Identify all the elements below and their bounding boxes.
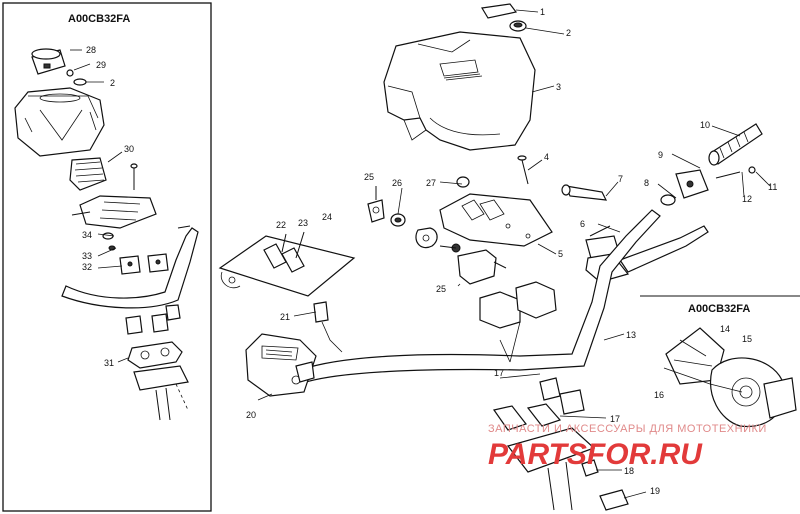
- inset-box-right: A00CB32FA: [640, 295, 800, 428]
- callout-25b: 25: [436, 284, 446, 294]
- callout-9: 9: [658, 150, 663, 160]
- callout-1: 1: [540, 7, 545, 17]
- part-21-connector: [313, 301, 343, 353]
- part-3-cover: [383, 31, 536, 151]
- connector-block-part: [69, 157, 138, 191]
- part-27-nut: [456, 176, 470, 188]
- callout-2: 2: [566, 28, 571, 38]
- part-5-plate: [415, 193, 553, 249]
- part-13-handlebar: [299, 209, 661, 383]
- callout-17a: 17: [494, 368, 504, 378]
- callout-18: 18: [624, 466, 634, 476]
- upper-clamp-part: [119, 253, 169, 275]
- callout-22: 22: [276, 220, 286, 230]
- part-10-grip: [708, 123, 763, 166]
- callout-11: 11: [768, 182, 777, 192]
- cap-part: [31, 48, 66, 75]
- part-8-spacer: [660, 194, 676, 206]
- callout-21: 21: [280, 312, 290, 322]
- headlight-pod-part: [14, 87, 105, 157]
- callout-33: 33: [82, 251, 92, 261]
- callout-labels: 1 2 3 4 5 6 7 8 9 10 11 12 13 14 15 16 1…: [82, 7, 777, 496]
- callout-5: 5: [558, 249, 563, 259]
- callout-27: 27: [426, 178, 436, 188]
- part-24-panel: [218, 231, 356, 297]
- callout-7: 7: [618, 174, 623, 184]
- callout-24: 24: [322, 212, 332, 222]
- part-1-pad: [481, 3, 518, 19]
- callout-16: 16: [654, 390, 664, 400]
- part-2-grommet: [509, 20, 527, 32]
- mount-bracket-part: [71, 195, 157, 229]
- callout-28: 28: [86, 45, 96, 55]
- watermark-tagline: ЗАПЧАСТИ И АКСЕССУАРЫ ДЛЯ МОТОТЕХНИКИ: [488, 423, 767, 435]
- callout-26: 26: [392, 178, 402, 188]
- part-20-switch-housing: [245, 333, 317, 397]
- callout-8: 8: [644, 178, 649, 188]
- part-7-pin: [561, 184, 608, 201]
- callout-2-inset: 2: [110, 78, 115, 88]
- callout-6: 6: [580, 219, 585, 229]
- lower-clamp-part: [125, 304, 181, 335]
- callout-15: 15: [742, 334, 752, 344]
- callout-12: 12: [742, 194, 752, 204]
- callout-25a: 25: [364, 172, 374, 182]
- callout-19: 19: [650, 486, 660, 496]
- callout-29: 29: [96, 60, 106, 70]
- callout-31: 31: [104, 358, 114, 368]
- riser-part: [127, 341, 183, 369]
- watermark-logo: PARTSFOR.RU: [488, 438, 703, 471]
- callout-23: 23: [298, 218, 308, 228]
- callout-3: 3: [556, 82, 561, 92]
- part-18-nut-and-base: [506, 427, 599, 511]
- upper-clamps-main: [479, 281, 557, 329]
- callout-10: 10: [700, 120, 710, 130]
- part-17-lower-clamps: [492, 377, 585, 431]
- leader-lines: [257, 9, 771, 499]
- part-25-knob: [367, 186, 385, 223]
- part-4-bolt: [517, 155, 529, 185]
- callout-13: 13: [626, 330, 636, 340]
- watermark: ЗАПЧАСТИ И АКСЕССУАРЫ ДЛЯ МОТОТЕХНИКИ PA…: [488, 423, 767, 471]
- callout-4: 4: [544, 152, 549, 162]
- inset-right-title: A00CB32FA: [688, 303, 750, 315]
- callout-30: 30: [124, 144, 134, 154]
- inset-left-title: A00CB32FA: [68, 13, 130, 25]
- callout-34: 34: [82, 230, 92, 240]
- part-11-screw: [748, 166, 756, 174]
- callout-14: 14: [720, 324, 730, 334]
- callout-20: 20: [246, 410, 256, 420]
- callout-32: 32: [82, 262, 92, 272]
- part-26-washer: [390, 213, 406, 227]
- inset-box-left: A00CB32FA: [2, 2, 212, 512]
- part-12-screw: [715, 171, 741, 179]
- part-25-switch: [439, 243, 507, 285]
- part-19-clip: [599, 489, 629, 511]
- callout-17b: 17: [610, 414, 620, 424]
- part-9-throttle-housing: [675, 169, 709, 199]
